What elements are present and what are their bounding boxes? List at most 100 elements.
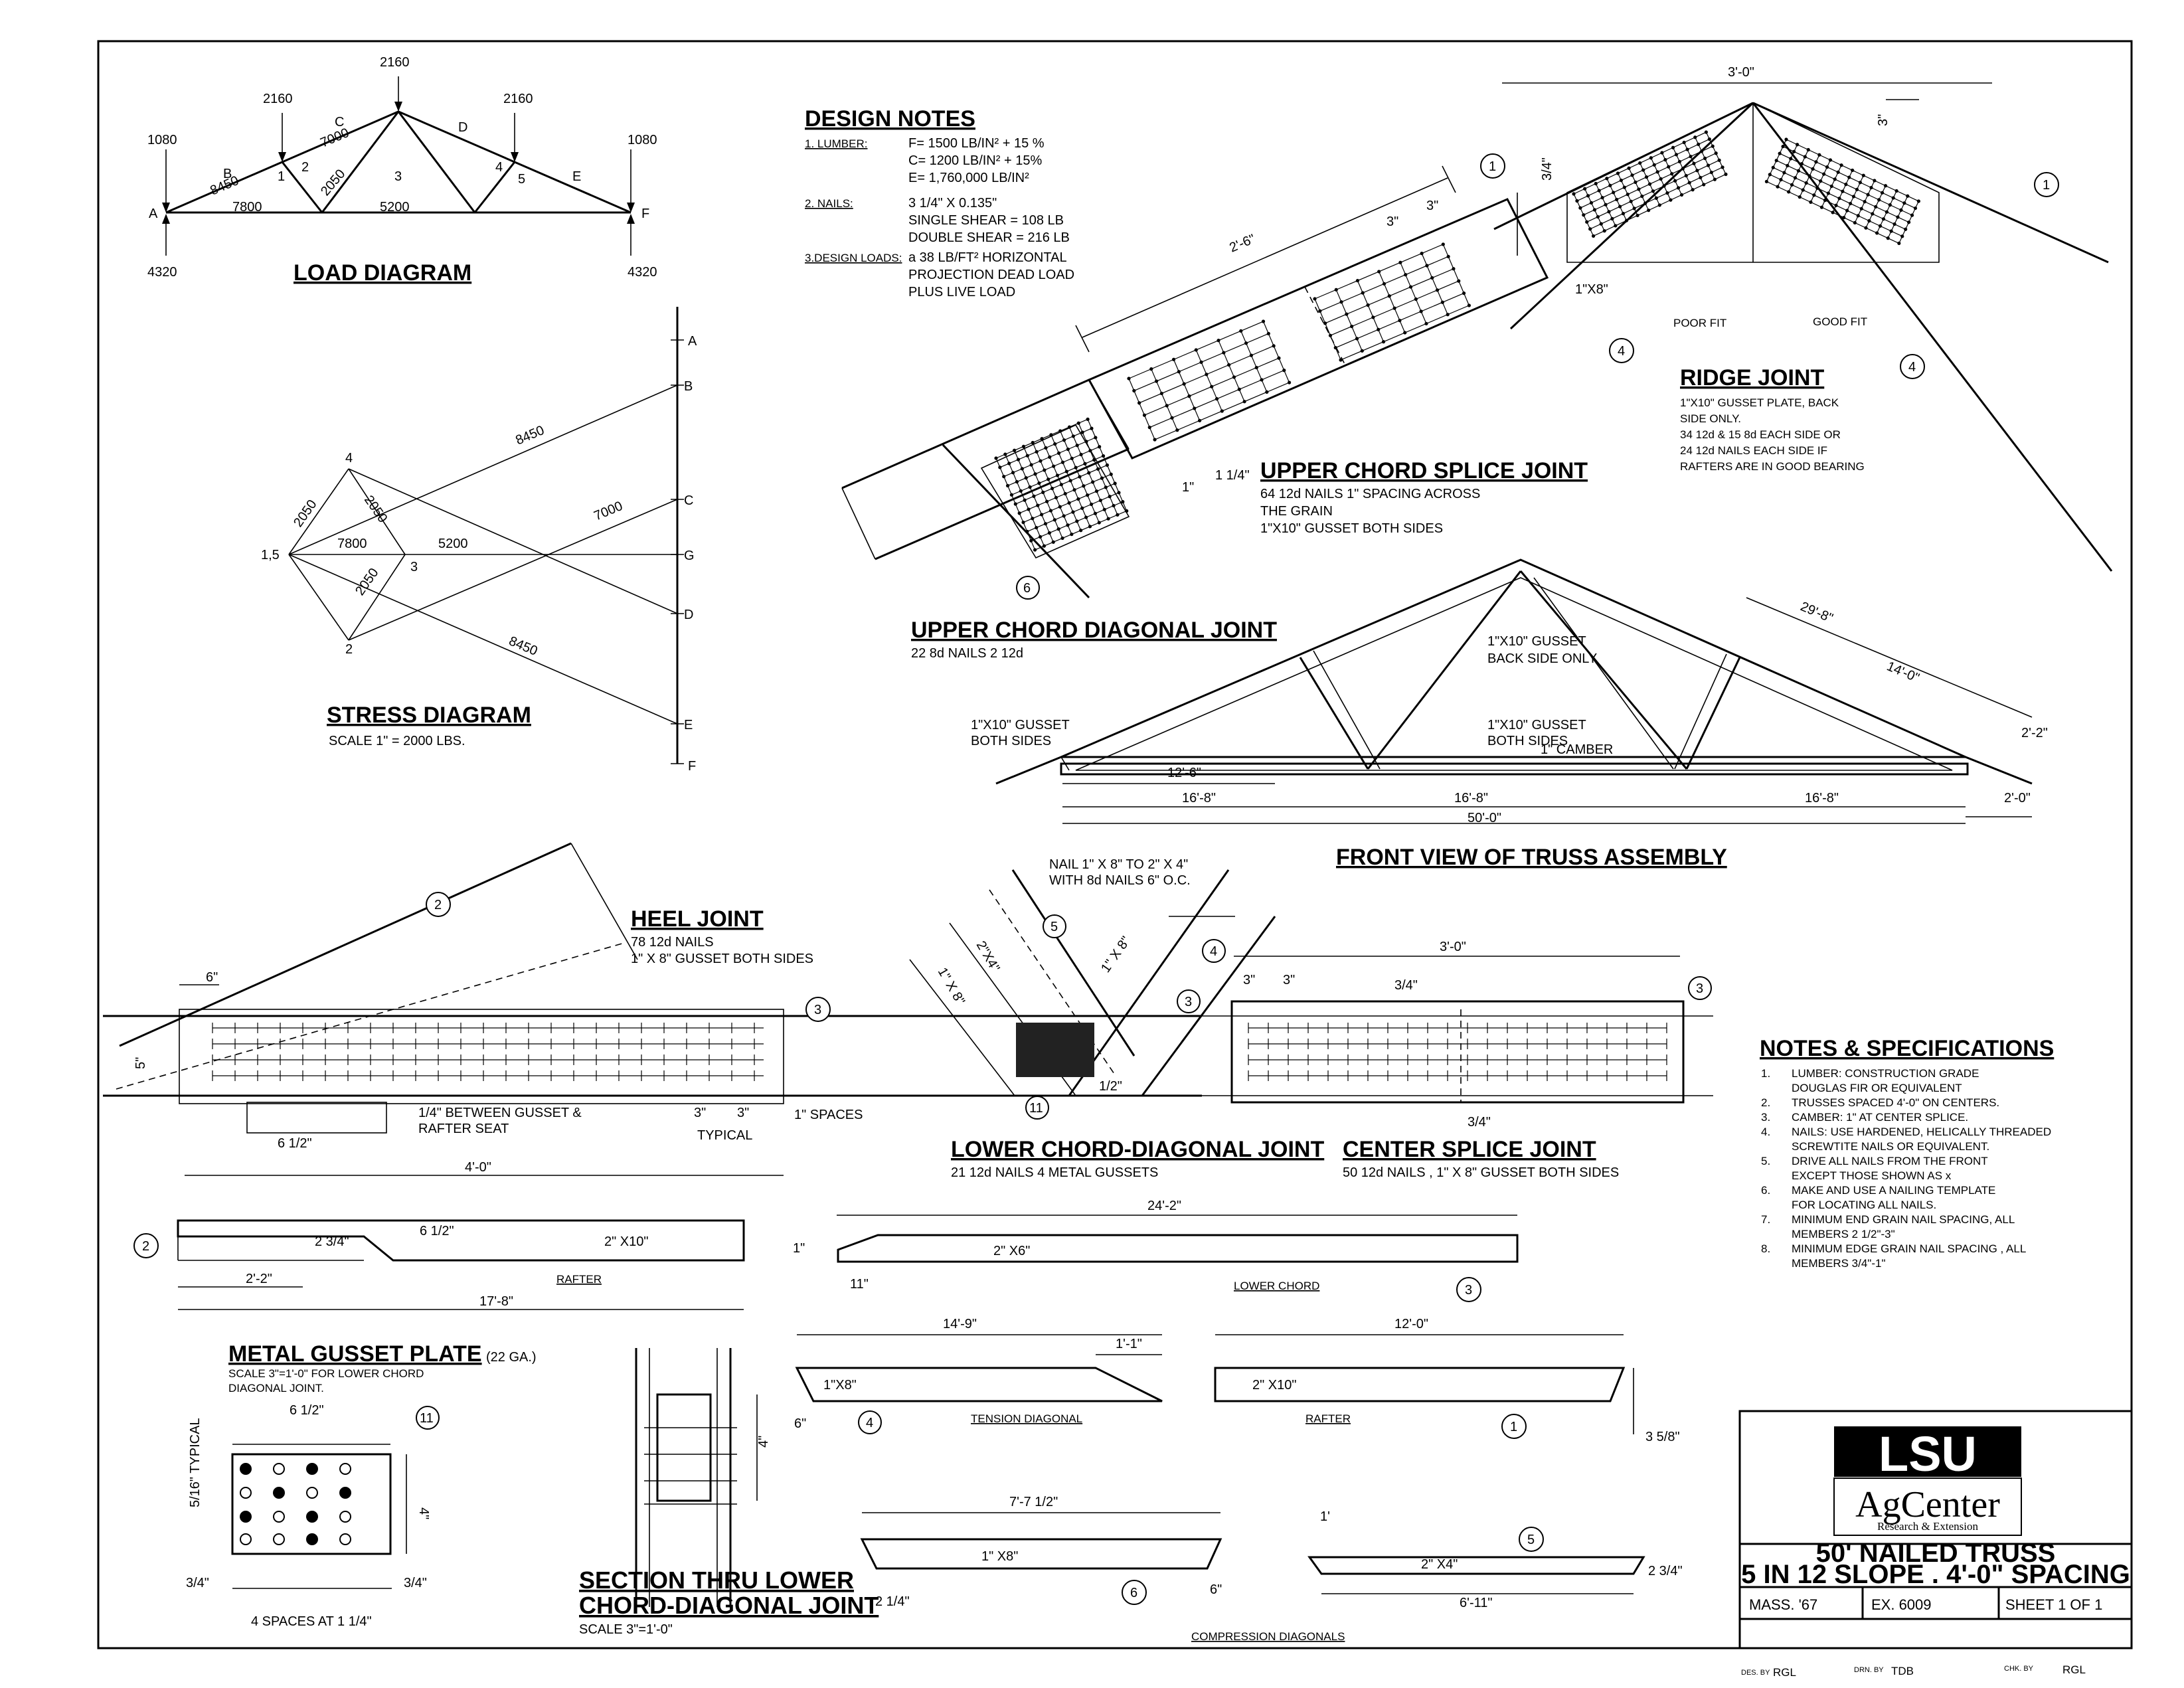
nail-mark (1094, 489, 1099, 493)
nail-mark (1618, 205, 1622, 209)
nail-mark (1619, 178, 1623, 183)
nail-mark (1804, 181, 1808, 185)
gusset-hole (306, 1533, 318, 1545)
nail-mark (1691, 188, 1695, 192)
rafter1-callout: 2 (142, 1239, 149, 1254)
note-number: 1. (1761, 1067, 1770, 1080)
nail-mark (1404, 273, 1408, 277)
nail-mark (1076, 421, 1080, 425)
nail-mark (1052, 518, 1056, 522)
nail-mark (1841, 189, 1845, 193)
nail-mark (1612, 191, 1616, 195)
heel-nail-grid (212, 1023, 764, 1081)
nail-mark (1778, 151, 1782, 155)
rafter2-label: RAFTER (1305, 1412, 1351, 1425)
nail-mark (1052, 464, 1056, 468)
nail-mark (1833, 177, 1837, 181)
ridge-line-2: SIDE ONLY. (1680, 412, 1741, 425)
gusset-hole (240, 1487, 252, 1499)
lcd-note-2: WITH 8d NAILS 6" O.C. (1049, 873, 1191, 888)
gusset-callout-11: 11 (420, 1411, 434, 1426)
stress-diagram-title: STRESS DIAGRAM (327, 703, 531, 728)
nail-mark (1809, 200, 1813, 205)
heel-typical: TYPICAL (697, 1128, 752, 1143)
comp-b-size: 2" X4" (1421, 1557, 1458, 1572)
nail-mark (1015, 479, 1019, 484)
nail-mark (1060, 460, 1065, 464)
chk-by-value: RGL (2062, 1663, 2086, 1676)
lumber-label: 1. LUMBER: (805, 137, 867, 150)
nail-mark (1848, 201, 1853, 206)
nail-mark (1060, 536, 1064, 541)
nail-mark (1457, 279, 1461, 283)
nail-mark (1440, 300, 1444, 304)
nail-mark (1105, 463, 1109, 467)
node-2: 2 (345, 642, 353, 657)
design-notes: DESIGN NOTES 1. LUMBER: F= 1500 LB/IN² +… (805, 106, 1074, 299)
nail-mark (1626, 193, 1630, 197)
nails-double: DOUBLE SHEAR = 216 LB (908, 230, 1070, 245)
grid-line (1379, 271, 1406, 333)
nail-mark (1640, 194, 1644, 199)
nail-mark (1855, 187, 1859, 191)
rafter1-label: RAFTER (556, 1273, 602, 1286)
note-number: 4. (1761, 1126, 1770, 1138)
nail-mark (1100, 476, 1104, 480)
nail-mark (1600, 196, 1604, 200)
nail-mark (1665, 191, 1669, 195)
grid-line (1173, 359, 1201, 421)
nail-mark (1222, 351, 1226, 355)
ridge-callout-4b: 4 (1908, 360, 1916, 375)
ridge-dim-34: 3/4" (1540, 157, 1554, 181)
nail-mark (1583, 187, 1587, 191)
nail-mark (1094, 436, 1098, 440)
fv-gusset-left-1: 1"X10" GUSSET (971, 718, 1070, 732)
center-splice-title: CENTER SPLICE JOINT (1343, 1137, 1596, 1162)
loads-1: a 38 LB/FT² HORIZONTAL (908, 250, 1067, 265)
note-line: MEMBERS 2 1/2"-3" (1792, 1228, 1895, 1240)
panel-5: 5 (518, 172, 525, 187)
nail-mark (1147, 426, 1151, 430)
lcd-callout-5: 5 (1050, 920, 1058, 934)
nail-mark (1019, 489, 1023, 493)
nail-mark (1807, 174, 1811, 178)
nail-mark (1695, 169, 1699, 173)
grid-line (1262, 321, 1290, 383)
nail-mark (1419, 309, 1423, 313)
nail-mark (1575, 199, 1579, 203)
nail-mark (1784, 137, 1788, 141)
tension-callout: 4 (866, 1416, 873, 1430)
lower-chord-dim: 24'-2" (1147, 1199, 1181, 1213)
nail-mark (1789, 157, 1793, 161)
loads-label: 3.DESIGN LOADS: (805, 252, 902, 264)
nail-mark (1644, 175, 1649, 179)
gusset-hole (273, 1463, 285, 1475)
nail-mark (1881, 191, 1885, 195)
nail-mark (1717, 158, 1721, 162)
nail-mark (994, 456, 998, 460)
tension-dim-6: 6" (794, 1416, 806, 1431)
nail-mark (1667, 165, 1671, 169)
nail-mark (1826, 191, 1830, 195)
nail-mark (1171, 357, 1176, 361)
nail-mark (1058, 429, 1062, 433)
nail-mark (1051, 540, 1055, 544)
grid-line (1421, 253, 1448, 315)
chk-by-label: CHK. BY (2004, 1665, 2034, 1673)
nail-mark (1087, 471, 1091, 475)
lumber-f: F= 1500 LB/IN² + 15 % (908, 136, 1045, 151)
nail-mark (1616, 171, 1620, 175)
grid-line (1240, 331, 1268, 392)
lumber-e: E= 1,760,000 LB/IN² (908, 171, 1029, 185)
fv-dim-22: 2'-2" (2021, 726, 2048, 740)
nail-mark (1121, 500, 1125, 504)
nail-mark (1254, 365, 1258, 370)
pt-e: E (684, 718, 693, 732)
comp-a-callout: 6 (1130, 1586, 1137, 1600)
nail-mark (1704, 130, 1708, 134)
rafter1-dim-612: 6 1/2" (420, 1224, 454, 1238)
nail-mark (1082, 484, 1086, 488)
nail-mark (1237, 387, 1241, 391)
nail-mark (1713, 177, 1717, 181)
fv-gusset-left-2: BOTH SIDES (971, 734, 1051, 748)
